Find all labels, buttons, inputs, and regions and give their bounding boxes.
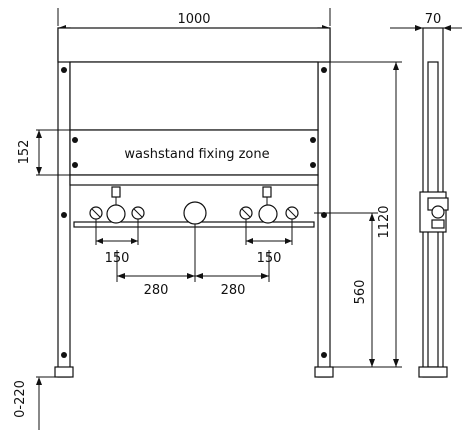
frame-body — [54, 27, 334, 378]
dimension-outlet-height: 560 — [314, 212, 378, 368]
depth-label: 70 — [425, 12, 442, 27]
overall-height-label: 1120 — [377, 205, 392, 238]
screw-icon — [72, 162, 78, 168]
center-outlet — [183, 201, 207, 225]
screw-icon — [72, 137, 78, 143]
dimension-fixing-zone-height: 152 — [17, 129, 70, 176]
pipe-assembly — [73, 186, 315, 228]
screw-icon — [310, 162, 316, 168]
outlet-height-label: 560 — [353, 280, 368, 305]
fixing-zone-height-label: 152 — [17, 140, 32, 165]
dimension-offsets: 280 280 — [116, 224, 270, 298]
dimension-foot-adjust: 0-220 — [13, 376, 55, 430]
left-offset-label: 280 — [144, 283, 169, 298]
side-view — [418, 27, 449, 378]
left-valve-group — [89, 204, 145, 228]
screw-icon — [61, 67, 67, 73]
dimension-overall-height: 1120 — [330, 61, 402, 368]
fixing-zone-label: washstand fixing zone — [124, 147, 269, 162]
right-valve-group — [239, 204, 299, 228]
screw-icon — [321, 67, 327, 73]
foot-adjust-label: 0-220 — [13, 380, 28, 418]
overall-width-label: 1000 — [177, 12, 210, 27]
right-offset-label: 280 — [221, 283, 246, 298]
screw-icon — [310, 137, 316, 143]
screw-icon — [61, 212, 67, 218]
screw-icon — [61, 352, 67, 358]
dimension-depth: 70 — [390, 12, 462, 31]
screw-icon — [321, 352, 327, 358]
